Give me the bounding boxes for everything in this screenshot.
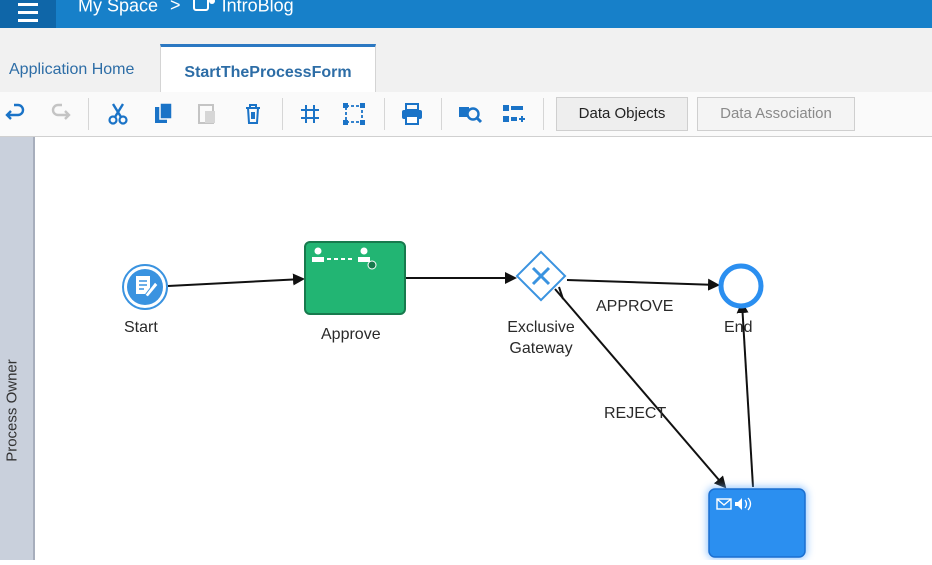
tab-start-the-process-form[interactable]: StartTheProcessForm	[160, 44, 376, 94]
toolbar-divider	[441, 98, 442, 130]
tab-application-home[interactable]: Application Home	[9, 61, 135, 78]
paste-icon[interactable]	[193, 100, 221, 128]
notification-task[interactable]	[707, 487, 807, 559]
menu-button[interactable]	[0, 0, 56, 28]
undo-icon[interactable]	[2, 100, 30, 128]
print-icon[interactable]	[398, 100, 426, 128]
breadcrumb-my-space[interactable]: My Space	[78, 0, 159, 16]
swimlane-label: Process Owner	[3, 359, 21, 462]
grid-icon[interactable]	[296, 100, 324, 128]
end-event[interactable]	[718, 263, 764, 309]
start-event-label: Start	[124, 319, 158, 336]
data-association-button[interactable]: Data Association	[697, 97, 855, 131]
swimlane-header[interactable]: Process Owner	[0, 137, 35, 560]
data-objects-button[interactable]: Data Objects	[556, 97, 688, 131]
start-event[interactable]	[122, 264, 168, 310]
gateway-label-line2: Gateway	[509, 340, 573, 357]
flow-notify-to-end[interactable]	[736, 301, 754, 488]
toolbar-divider	[282, 98, 283, 130]
breadcrumb-current: IntroBlog	[221, 0, 294, 16]
copy-icon[interactable]	[150, 100, 178, 128]
reject-flow-label: REJECT	[604, 405, 667, 422]
find-icon[interactable]	[456, 100, 484, 128]
approve-flow-label: APPROVE	[596, 298, 674, 315]
flow-gateway-to-end[interactable]	[566, 278, 720, 291]
process-diagram	[122, 241, 807, 559]
fit-to-page-icon[interactable]	[340, 100, 368, 128]
flow-gateway-to-notify[interactable]	[554, 286, 727, 489]
editor-toolbar: Data Objects Data Association	[0, 92, 932, 137]
delete-icon[interactable]	[239, 100, 267, 128]
gateway-label: Exclusive Gateway	[501, 317, 581, 359]
approve-task-label: Approve	[321, 326, 381, 343]
cut-icon[interactable]	[104, 100, 132, 128]
flow-start-to-approve[interactable]	[167, 273, 305, 287]
toolbar-divider	[543, 98, 544, 130]
approve-task[interactable]	[304, 241, 406, 315]
exclusive-gateway[interactable]	[515, 250, 567, 302]
breadcrumb: My Space > IntroBlog	[78, 0, 294, 19]
toolbar-divider	[384, 98, 385, 130]
toolbar-divider	[88, 98, 89, 130]
app-header: My Space > IntroBlog	[0, 0, 932, 28]
redo-icon[interactable]	[46, 100, 74, 128]
tab-bar: Application Home StartTheProcessForm	[0, 28, 932, 94]
layout-icon[interactable]	[500, 100, 528, 128]
breadcrumb-separator: >	[170, 0, 181, 16]
process-app-icon	[192, 0, 217, 19]
end-event-label: End	[724, 319, 753, 336]
process-canvas[interactable]: Start Approve Exclusive Gateway End APPR…	[35, 137, 932, 560]
gateway-label-line1: Exclusive	[507, 319, 575, 336]
